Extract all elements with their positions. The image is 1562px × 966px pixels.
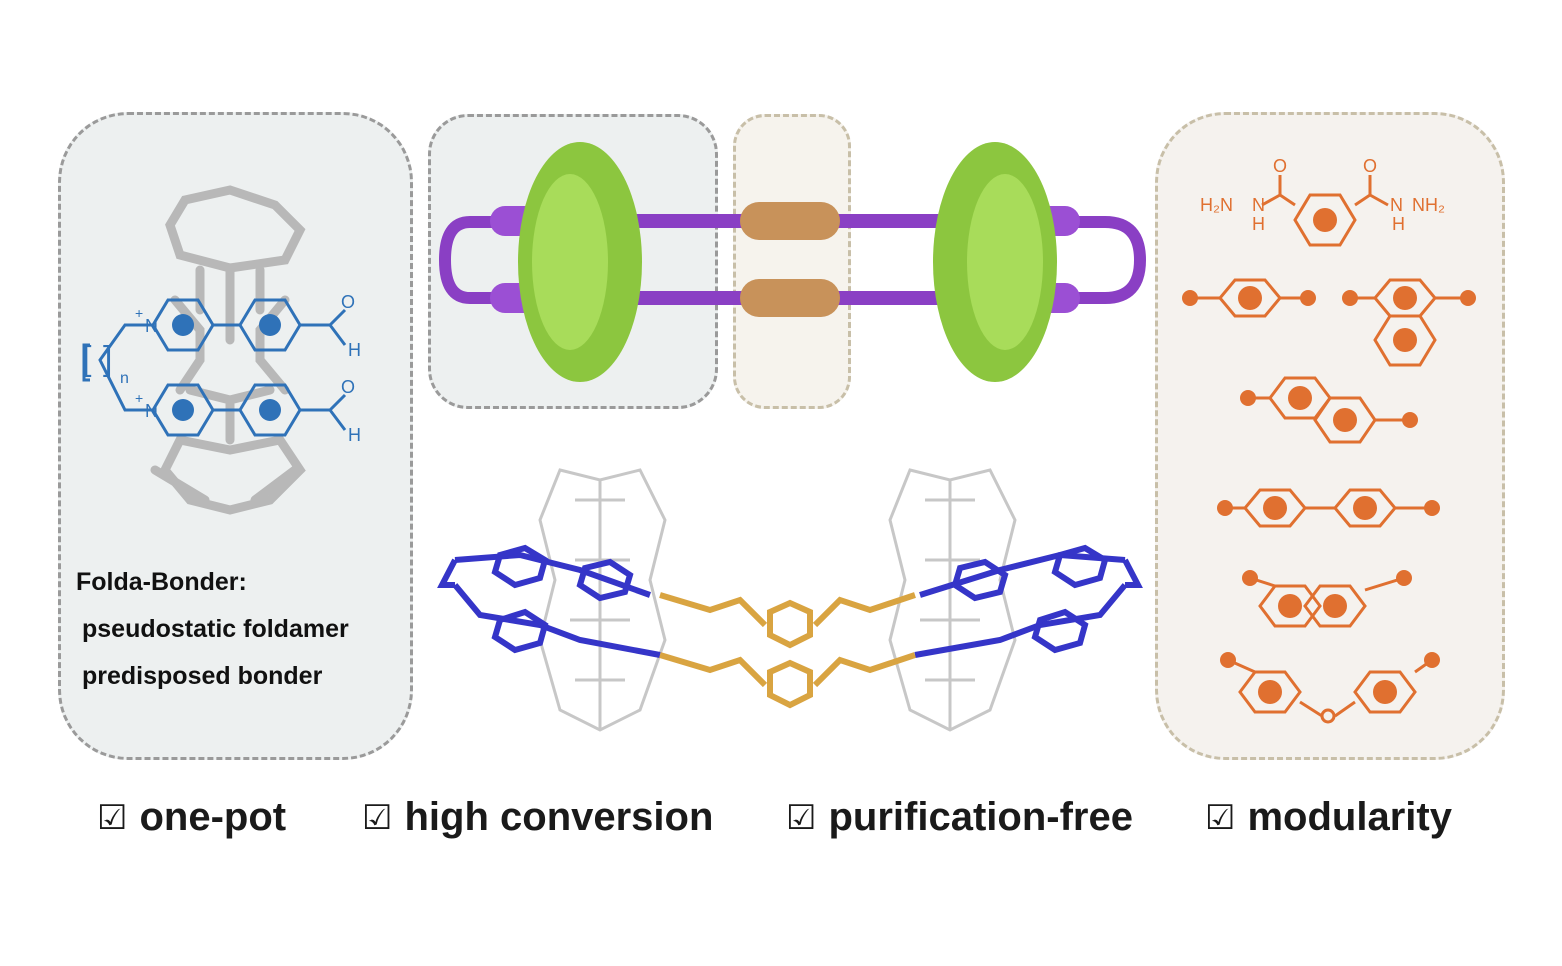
feature-label: high conversion: [404, 795, 714, 839]
linker-dots: [1182, 208, 1476, 704]
linker-library-panel: [1155, 112, 1505, 760]
feature-label: one-pot: [139, 795, 287, 839]
aromatic-dots: [172, 314, 281, 421]
linker-library: [1190, 175, 1468, 718]
hydrazide-h-label: H: [1392, 214, 1405, 234]
svg-text:]: ]: [103, 340, 112, 378]
hydrazide-h-label: H: [1252, 214, 1265, 234]
feature-checklist: ☑ one-pot ☑ high conversion ☑ purificati…: [0, 795, 1562, 845]
nitrogen-label: N: [145, 316, 158, 336]
carbonyl-o-label: O: [1363, 156, 1377, 176]
rotaxane-cartoon: [438, 142, 1147, 382]
charge-label: +: [135, 305, 143, 321]
feature-one-pot: ☑ one-pot: [97, 795, 286, 840]
linker-panel: [733, 114, 851, 409]
feature-label: purification-free: [828, 795, 1133, 839]
checkbox-icon: ☑: [1205, 797, 1236, 838]
carbonyl-o-label: O: [1273, 156, 1287, 176]
pyridinium-structure: [82, 298, 347, 437]
hydrogen-label: H: [348, 425, 361, 445]
hydrogen-label: H: [348, 340, 361, 360]
charge-label: +: [135, 390, 143, 406]
caption-line2: predisposed bonder: [82, 662, 323, 690]
feature-purification-free: ☑ purification-free: [786, 795, 1133, 840]
feature-modularity: ☑ modularity: [1205, 795, 1452, 840]
feature-label: modularity: [1247, 795, 1452, 839]
crystal-structure: [437, 468, 1143, 732]
left-panel: [58, 112, 413, 760]
hydrazide-n-label: N: [1390, 195, 1403, 215]
oxygen-label: O: [341, 292, 355, 312]
checkbox-icon: ☑: [97, 797, 128, 838]
hydrazide-left-label: H₂N: [1200, 195, 1233, 215]
caption-title: Folda-Bonder:: [76, 568, 247, 596]
checkbox-icon: ☑: [362, 797, 393, 838]
subscript-n: n: [120, 370, 129, 387]
hydrazide-n-label: N: [1252, 195, 1265, 215]
oxygen-label: O: [341, 377, 355, 397]
checkbox-icon: ☑: [786, 797, 817, 838]
nitrogen-label: N: [145, 401, 158, 421]
caption-line1: pseudostatic foldamer: [82, 615, 349, 643]
svg-text:[: [: [82, 340, 92, 378]
feature-high-conversion: ☑ high conversion: [362, 795, 713, 840]
hydrazide-right-label: NH₂: [1412, 195, 1445, 215]
